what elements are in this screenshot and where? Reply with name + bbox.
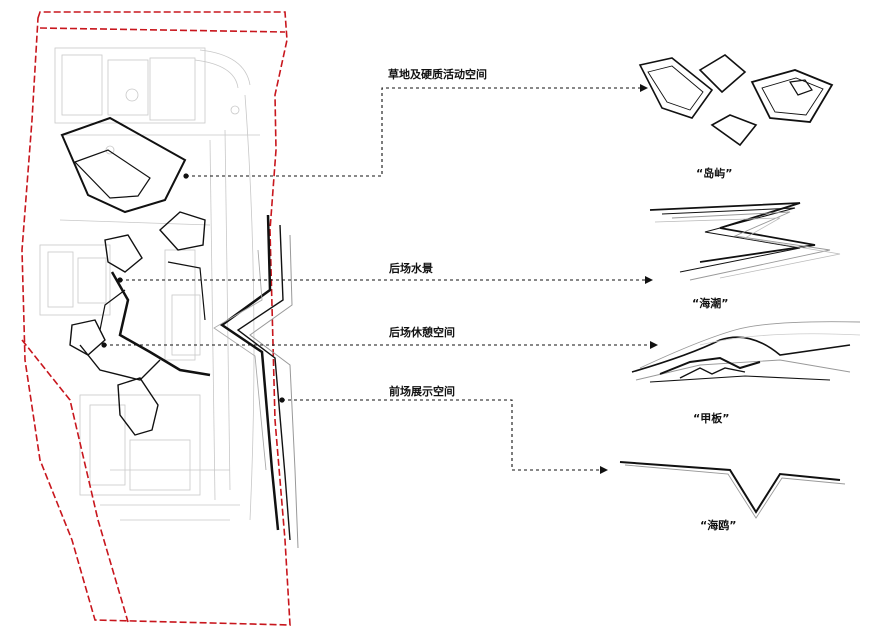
leader-arrows	[104, 87, 650, 471]
caption-tide: “海潮”	[692, 297, 729, 310]
leader-start-dot	[101, 342, 107, 348]
arrowhead-icon	[600, 466, 608, 474]
label-front-display-space: 前场展示空间	[389, 385, 455, 398]
caption-deck: “甲板”	[693, 412, 730, 425]
arrowhead-icon	[640, 84, 648, 92]
plan-islands	[60, 116, 206, 436]
leader-start-dot	[183, 173, 189, 179]
leader-start-dot	[279, 397, 285, 403]
leader-start-dot	[117, 277, 123, 283]
gull-sketch	[619, 461, 846, 519]
leader-front	[282, 399, 600, 471]
arrowhead-icon	[650, 341, 658, 349]
leader-lawn	[186, 87, 640, 177]
caption-gull: “海鸥”	[700, 519, 737, 532]
caption-island: “岛屿”	[696, 167, 733, 180]
label-lawn-activity-space: 草地及硬质活动空间	[388, 68, 487, 81]
island-sketch	[638, 54, 834, 147]
site-boundary	[21, 11, 291, 626]
tide-sketch	[649, 202, 841, 281]
plan-front-edge-lines	[213, 214, 299, 549]
site-plan-background	[39, 47, 260, 521]
arrowhead-icon	[645, 276, 653, 284]
label-back-rest-space: 后场休憩空间	[389, 326, 455, 339]
label-back-water-feature: 后场水景	[389, 262, 433, 275]
plan-water-lines	[79, 261, 211, 381]
leader-ends	[101, 84, 658, 474]
deck-sketch	[631, 321, 861, 383]
